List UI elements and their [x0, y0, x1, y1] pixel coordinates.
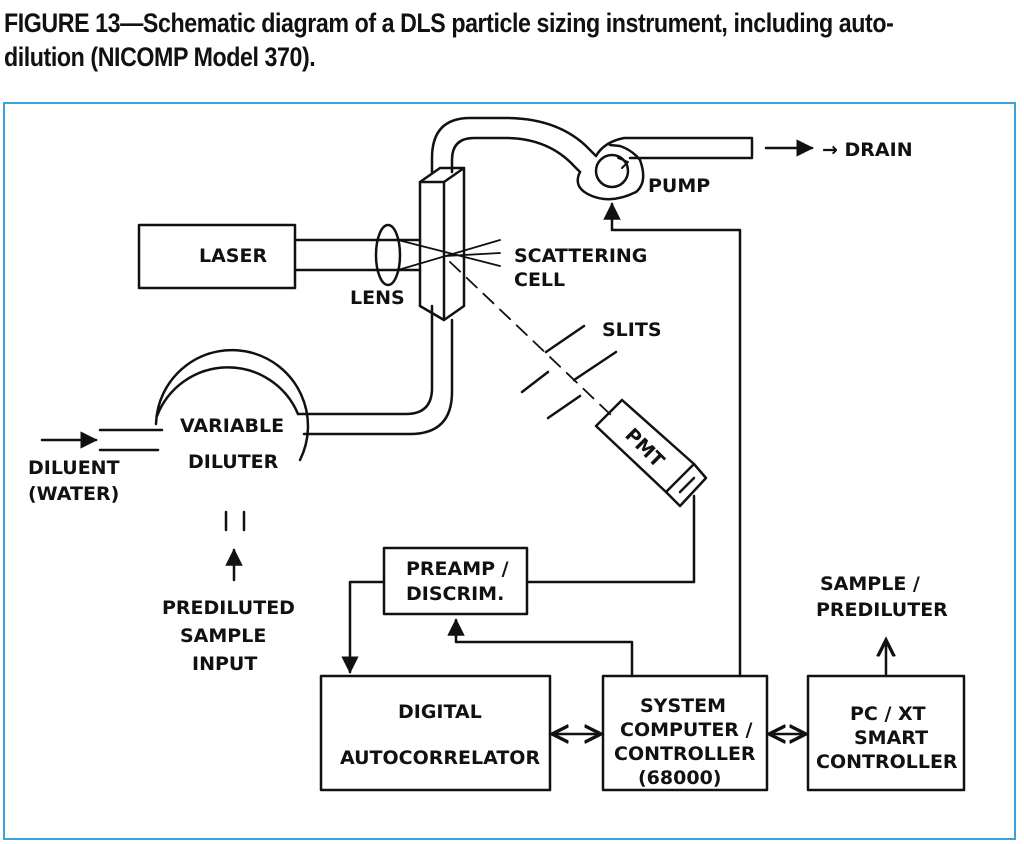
- beam-convergence: [397, 239, 501, 271]
- slits: [520, 324, 618, 420]
- variable-diluter: [154, 348, 310, 462]
- drain-label: → DRAIN: [822, 139, 913, 161]
- preamp-label-2: DISCRIM.: [406, 583, 504, 605]
- caption-line-2: dilution (NICOMP Model 370).: [4, 42, 316, 72]
- figure-caption: FIGURE 13—Schematic diagram of a DLS par…: [4, 6, 1010, 74]
- diluent-inlet: [98, 428, 164, 452]
- preamp-to-autocorrelator: [341, 580, 386, 674]
- pmt-preamp-wire: [525, 494, 696, 584]
- diagram-frame: [3, 102, 1016, 840]
- slits-label: SLITS: [602, 319, 662, 341]
- system-label-2: COMPUTER /: [620, 719, 753, 741]
- variable-label: VARIABLE: [180, 415, 284, 437]
- preamp-label-1: PREAMP /: [406, 558, 509, 580]
- lens: [374, 223, 402, 287]
- pump: [576, 136, 754, 201]
- computer-to-pump: [603, 202, 742, 678]
- diluent-label-1: DILUENT: [28, 457, 120, 479]
- lens-label: LENS: [350, 287, 405, 309]
- system-label-1: SYSTEM: [640, 695, 726, 717]
- tube-to-cell: [296, 318, 454, 436]
- laser-label: LASER: [199, 245, 267, 267]
- system-label-3: CONTROLLER: [614, 743, 756, 765]
- pmt-label: PMT: [620, 424, 668, 472]
- laser-box: [137, 223, 297, 290]
- computer-to-preamp: [447, 618, 634, 678]
- pcxt-label-3: CONTROLLER: [816, 751, 958, 773]
- pcxt-label-2: SMART: [854, 727, 928, 749]
- sample-inlet: [224, 510, 246, 532]
- sample-prediluter-label-1: SAMPLE /: [820, 573, 920, 595]
- tube-to-pump: [430, 116, 598, 174]
- sample-prediluter-label-2: PREDILUTER: [816, 599, 948, 621]
- diluter-label: DILUTER: [188, 451, 279, 473]
- scattering-label-2: CELL: [514, 269, 565, 291]
- pcxt-label-1: PC / XT: [850, 703, 926, 725]
- system-label-4: (68000): [638, 767, 721, 789]
- caption-line-1: FIGURE 13—Schematic diagram of a DLS par…: [4, 8, 894, 38]
- pump-label: PUMP: [648, 175, 710, 197]
- scatter-ray: [449, 261, 613, 417]
- autocorrelator-label: AUTOCORRELATOR: [340, 747, 540, 769]
- diluent-label-2: (WATER): [28, 483, 119, 505]
- autocorrelator-box: [319, 674, 552, 792]
- prediluted-label-1: PREDILUTED: [162, 597, 295, 619]
- prediluted-label-3: INPUT: [192, 653, 257, 675]
- scattering-label-1: SCATTERING: [514, 245, 647, 267]
- prediluted-label-2: SAMPLE: [180, 625, 266, 647]
- scattering-cell: [418, 166, 466, 322]
- digital-label: DIGITAL: [398, 701, 482, 723]
- pmt-tube: [594, 398, 708, 508]
